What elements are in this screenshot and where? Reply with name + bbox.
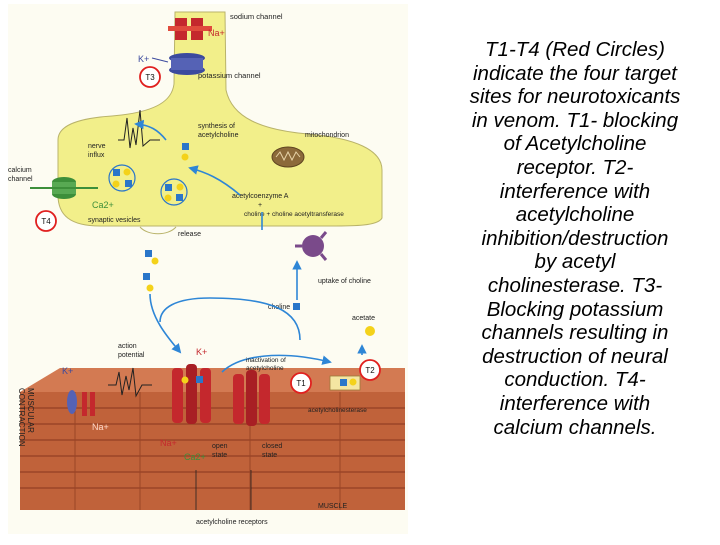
caption-text: T1-T4 (Red Circles) indicate the four ta…	[469, 38, 681, 439]
acetylcholinesterase-label: acetylcholinesterase	[308, 407, 367, 414]
ca-ion-top: Ca2+	[92, 200, 114, 210]
target-t1: T1	[290, 372, 312, 394]
svg-text:T2: T2	[365, 366, 375, 375]
k-ion-top: K+	[138, 54, 149, 64]
choline-acetyltransferase-label: choline + choline acetyltransferase	[244, 211, 344, 218]
target-t2: T2	[359, 359, 381, 381]
svg-text:T1: T1	[296, 379, 306, 388]
synaptic-vesicles-label: synaptic vesicles	[88, 217, 141, 224]
receptors-label: acetylcholine receptors	[196, 519, 268, 526]
synthesis-label: synthesis of	[198, 123, 235, 130]
open-state-label: open	[212, 443, 228, 450]
acetylcholine-receptor-closed	[233, 370, 270, 426]
action-potential-trace	[108, 367, 152, 398]
action-potential-label-2: potential	[118, 352, 145, 359]
potassium-channel-label: potassium channel	[198, 71, 261, 80]
acetylcholine-molecule	[182, 143, 189, 150]
muscular-contraction-label: MUSCULAR	[26, 388, 35, 433]
recycle-arc	[159, 297, 301, 341]
na-ion-left: Na+	[92, 422, 109, 432]
open-state-label-2: state	[212, 452, 227, 459]
nerve-influx-label-2: influx	[88, 152, 105, 159]
acetylcholine-molecule	[151, 257, 159, 265]
choline-molecule	[293, 303, 300, 310]
inactivation-arrow	[221, 354, 332, 373]
acetylcholine-molecule	[143, 273, 150, 280]
potassium-channel	[169, 53, 205, 75]
mitochondrion-label: mitochondrion	[305, 132, 349, 139]
target-t4: T4	[35, 210, 57, 232]
acetylcholine-receptor-open	[172, 364, 211, 424]
acetylcholine-molecule	[146, 284, 154, 292]
diagram-svg: MUSCULAR CONTRACTION sodium channel Na+ …	[8, 4, 408, 534]
acetate-molecule	[365, 326, 375, 336]
sodium-channel	[168, 18, 212, 40]
na-ion-receptor: Na+	[160, 438, 177, 448]
closed-state-label: closed	[262, 443, 282, 450]
acetylcholine-molecule	[181, 153, 189, 161]
uptake-choline-label: uptake of choline	[318, 278, 371, 285]
na-ion-top: Na+	[208, 28, 225, 38]
action-potential-label: action	[118, 343, 137, 350]
mitochondrion	[271, 146, 305, 168]
synaptic-vesicle	[108, 164, 136, 192]
sodium-channel-label: sodium channel	[230, 12, 283, 21]
choline-label: choline	[268, 304, 290, 311]
calcium-channel	[30, 177, 98, 199]
ach-to-receptor-arrow	[149, 293, 182, 354]
acetylcholine-molecule	[145, 250, 152, 257]
acetylcholinesterase-enzyme	[329, 375, 361, 391]
ca-ion-receptor: Ca2+	[184, 452, 206, 462]
closed-state-label-2: state	[262, 452, 277, 459]
k-ion-receptor: K+	[196, 347, 207, 357]
release-label: release	[178, 231, 201, 238]
neuromuscular-junction-diagram: MUSCULAR CONTRACTION sodium channel Na+ …	[8, 4, 408, 534]
muscle-sodium-channel	[82, 392, 95, 416]
synthesis-label-2: acetylcholine	[198, 132, 239, 139]
choline-uptake-transporter	[295, 231, 328, 261]
vesicle-fill-arrow	[134, 119, 167, 141]
nerve-influx-label: nerve	[88, 143, 106, 150]
muscular-contraction-label-2: CONTRACTION	[17, 388, 26, 447]
muscle-label: MUSCLE	[318, 503, 348, 510]
plus-label: +	[258, 202, 262, 209]
inactivation-label: inactivation of	[246, 357, 286, 364]
target-t3: T3	[139, 66, 161, 88]
svg-text:T3: T3	[145, 73, 155, 82]
svg-text:T4: T4	[41, 217, 51, 226]
muscle-potassium-channel	[67, 390, 77, 414]
acetylcoenzyme-label: acetylcoenzyme A	[232, 193, 289, 200]
nerve-influx-trace	[118, 109, 160, 149]
acetate-label: acetate	[352, 315, 375, 322]
nerve-terminal	[57, 11, 383, 227]
calcium-channel-label: calcium	[8, 167, 32, 174]
k-ion-left: K+	[62, 366, 73, 376]
release-site	[139, 226, 177, 235]
k-flow-line	[151, 57, 169, 63]
calcium-channel-label-2: channel	[8, 176, 33, 183]
synthesis-arrow	[188, 165, 241, 196]
synaptic-vesicle	[160, 178, 188, 206]
inactivation-label-2: acetylcholine	[246, 365, 284, 372]
